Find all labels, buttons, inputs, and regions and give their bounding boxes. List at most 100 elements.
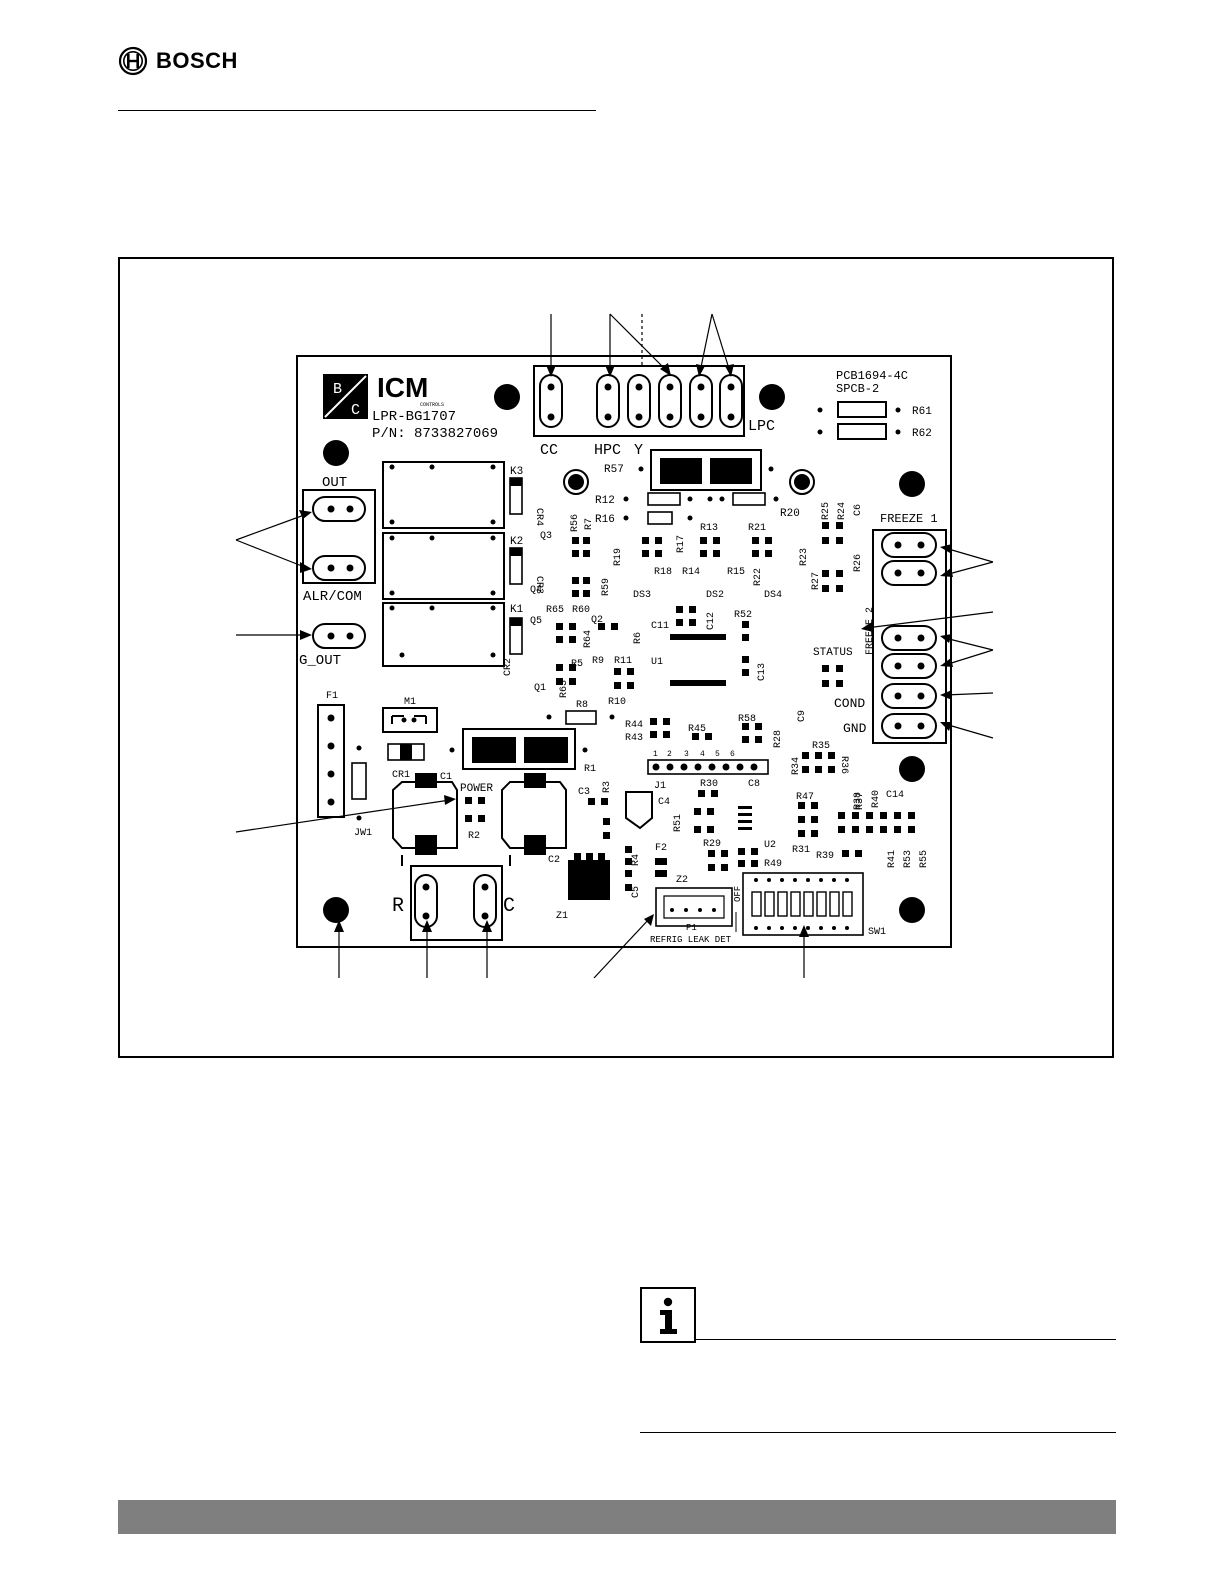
svg-text:C12: C12 [706, 612, 717, 630]
svg-text:4: 4 [700, 750, 705, 759]
svg-text:C5: C5 [631, 886, 642, 898]
svg-text:DS4: DS4 [764, 590, 782, 601]
svg-text:R65: R65 [546, 605, 564, 616]
svg-text:R63: R63 [559, 680, 570, 698]
svg-text:Q1: Q1 [534, 683, 546, 694]
svg-text:R27: R27 [811, 572, 822, 590]
svg-text:R55: R55 [919, 850, 930, 868]
svg-text:CR2: CR2 [503, 658, 514, 676]
svg-text:K1: K1 [510, 604, 524, 616]
svg-text:R37: R37 [855, 792, 866, 810]
figure-frame [118, 257, 1114, 1058]
svg-text:R18: R18 [654, 567, 672, 578]
svg-text:R19: R19 [613, 548, 624, 566]
svg-text:6: 6 [730, 750, 735, 759]
svg-text:R5: R5 [571, 659, 583, 670]
svg-text:B: B [333, 381, 342, 398]
svg-text:R58: R58 [738, 714, 756, 725]
svg-text:Z2: Z2 [676, 875, 688, 886]
svg-text:R30: R30 [700, 779, 718, 790]
svg-text:R14: R14 [682, 567, 700, 578]
svg-text:R49: R49 [764, 859, 782, 870]
svg-text:R16: R16 [595, 514, 615, 526]
svg-text:R12: R12 [595, 495, 615, 507]
pcb-outline [296, 355, 952, 948]
label-cc: CC [540, 442, 558, 459]
svg-text:K3: K3 [510, 466, 523, 478]
label-r: R [392, 895, 404, 918]
info-note-bottom-rule [640, 1432, 1116, 1433]
icm-sub: CONTROLS [420, 402, 444, 408]
label-out: OUT [322, 475, 347, 491]
callout-leaders [235, 313, 994, 979]
right-terminal-pins [881, 532, 937, 739]
svg-text:C1: C1 [440, 772, 452, 783]
svg-text:R25: R25 [821, 502, 832, 520]
svg-text:2: 2 [667, 750, 672, 759]
svg-text:C4: C4 [658, 797, 670, 808]
label-status: STATUS [813, 647, 853, 659]
svg-text:R31: R31 [792, 845, 810, 856]
svg-text:R26: R26 [853, 554, 864, 572]
label-power: POWER [460, 783, 493, 795]
svg-text:M1: M1 [404, 697, 416, 708]
brand-name: BOSCH [156, 48, 238, 73]
svg-text:R38: R38 [853, 792, 864, 810]
svg-text:R6: R6 [633, 632, 644, 644]
label-cond: COND [834, 696, 865, 711]
svg-text:R53: R53 [903, 850, 914, 868]
brand-logo: BOSCH [118, 46, 238, 76]
svg-text:R24: R24 [837, 502, 848, 520]
svg-text:C14: C14 [886, 790, 904, 801]
svg-text:1: 1 [653, 750, 658, 759]
svg-text:C13: C13 [757, 663, 768, 681]
svg-text:R20: R20 [780, 508, 800, 520]
svg-text:R41: R41 [887, 850, 898, 868]
svg-text:R15: R15 [727, 567, 745, 578]
svg-text:R39: R39 [816, 851, 834, 862]
svg-text:OFF: OFF [733, 886, 743, 902]
svg-text:R59: R59 [601, 578, 612, 596]
svg-text:R23: R23 [799, 548, 810, 566]
svg-text:R35: R35 [812, 741, 830, 752]
test-pad [789, 469, 815, 495]
bosch-armature-icon [118, 46, 148, 76]
info-note-box [640, 1287, 696, 1343]
svg-text:C8: C8 [748, 779, 760, 790]
svg-text:R10: R10 [608, 697, 626, 708]
label-alr-com: ALR/COM [303, 589, 362, 605]
svg-text:CR4: CR4 [533, 508, 544, 526]
svg-text:R7: R7 [584, 518, 595, 530]
pcb-code2: SPCB-2 [836, 382, 879, 396]
top-terminal-block [533, 365, 745, 437]
svg-text:R56: R56 [570, 514, 581, 532]
svg-text:U1: U1 [651, 657, 663, 668]
header-rule [118, 110, 596, 111]
svg-text:R64: R64 [583, 630, 594, 648]
svg-text:DS2: DS2 [706, 590, 724, 601]
svg-text:JW1: JW1 [354, 828, 372, 839]
svg-text:R52: R52 [734, 610, 752, 621]
component-labels: Q3 Q4 Q5 Q1 Q2 R56 R7 R59 R19 R17 R13 R2… [326, 502, 930, 922]
svg-text:R44: R44 [625, 720, 643, 731]
part-number: P/N: 8733827069 [372, 426, 498, 442]
svg-text:R1: R1 [584, 764, 596, 775]
svg-text:Q4: Q4 [530, 585, 542, 596]
bc-mark: B C [323, 374, 368, 419]
svg-text:CR1: CR1 [392, 770, 410, 781]
svg-text:R40: R40 [871, 790, 882, 808]
svg-text:R9: R9 [592, 656, 604, 667]
svg-text:R11: R11 [614, 656, 632, 667]
label-gnd: GND [843, 721, 867, 736]
svg-text:DS3: DS3 [633, 590, 651, 601]
svg-text:R8: R8 [576, 700, 588, 711]
svg-text:R51: R51 [673, 814, 684, 832]
svg-text:R62: R62 [912, 428, 932, 440]
svg-text:F2: F2 [655, 843, 667, 854]
svg-text:P1: P1 [686, 923, 697, 933]
svg-text:C9: C9 [797, 710, 808, 722]
svg-text:R60: R60 [572, 605, 590, 616]
svg-text:R29: R29 [703, 839, 721, 850]
label-g-out: G_OUT [299, 653, 341, 669]
